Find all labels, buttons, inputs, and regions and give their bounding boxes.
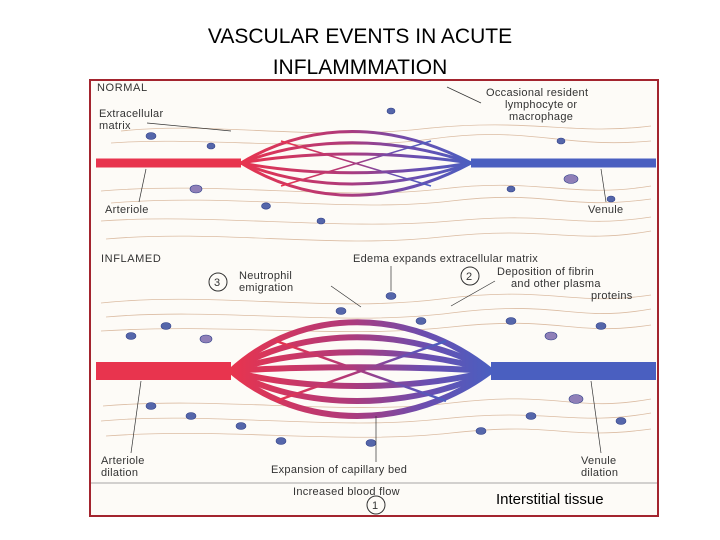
edema-label: Edema expands extracellular matrix xyxy=(353,253,538,265)
fibrin-label-line2: and other plasma xyxy=(511,278,601,290)
inflamed-capillary-network xyxy=(96,319,656,419)
step-3-marker: 3 xyxy=(208,272,228,292)
venule-label: Venule xyxy=(588,204,623,216)
vascular-diagram-frame: NORMAL Extracellular matrix Occasional r… xyxy=(89,79,659,517)
venule-dilation-label-line2: dilation xyxy=(581,467,618,479)
venule-pointer xyxy=(600,168,607,203)
capillary-expansion-label: Expansion of capillary bed xyxy=(271,464,407,476)
venule-dilation-label-line1: Venule xyxy=(581,455,616,467)
extracellular-matrix-label-line1: Extracellular xyxy=(99,108,163,120)
tissue-cells-inflamed xyxy=(125,292,627,447)
step-2-marker: 2 xyxy=(460,266,480,286)
resident-cell-label-line1: Occasional resident xyxy=(486,87,588,99)
vascular-diagram: NORMAL Extracellular matrix Occasional r… xyxy=(91,82,657,515)
slide-title-line-2: INFLAMMMATION xyxy=(272,56,448,79)
normal-header: NORMAL xyxy=(97,82,148,94)
normal-capillary-network xyxy=(96,130,656,197)
arteriole-dilation-pointer xyxy=(130,380,142,454)
fibrin-label-line1: Deposition of fibrin xyxy=(497,266,594,278)
neutrophil-label-line1: Neutrophil xyxy=(239,270,292,282)
blood-flow-label: Increased blood flow xyxy=(293,486,400,498)
resident-cell-pointer xyxy=(446,86,482,104)
step-1-number: 1 xyxy=(372,500,378,512)
extracellular-matrix-pointer xyxy=(146,122,232,132)
extracellular-matrix-label-line2: matrix xyxy=(99,120,131,132)
arteriole-dilation-label-line1: Arteriole xyxy=(101,455,145,467)
venule-dilation-pointer xyxy=(590,380,602,454)
fibrin-pointer xyxy=(450,280,496,307)
interstitial-tissue-caption: Interstitial tissue xyxy=(496,491,604,508)
neutrophil-pointer xyxy=(330,285,362,308)
resident-cell-label-line2: lymphocyte or xyxy=(505,99,577,111)
step-1-marker: 1 xyxy=(366,495,386,515)
step-3-number: 3 xyxy=(214,277,220,289)
inflamed-header: INFLAMED xyxy=(101,253,161,265)
arteriole-dilation-label-line2: dilation xyxy=(101,467,138,479)
slide-title-line-1: VASCULAR EVENTS IN ACUTE xyxy=(207,25,513,48)
arteriole-label: Arteriole xyxy=(105,204,149,216)
arteriole-pointer xyxy=(138,168,147,203)
tissue-cells-normal xyxy=(145,107,616,225)
extracellular-fibers-inflamed xyxy=(100,293,652,438)
fibrin-label-line3: proteins xyxy=(591,290,633,302)
step-2-number: 2 xyxy=(466,271,472,283)
resident-cell-label-line3: macrophage xyxy=(509,111,573,123)
neutrophil-label-line2: emigration xyxy=(239,282,293,294)
extracellular-fibers-normal xyxy=(100,124,652,242)
